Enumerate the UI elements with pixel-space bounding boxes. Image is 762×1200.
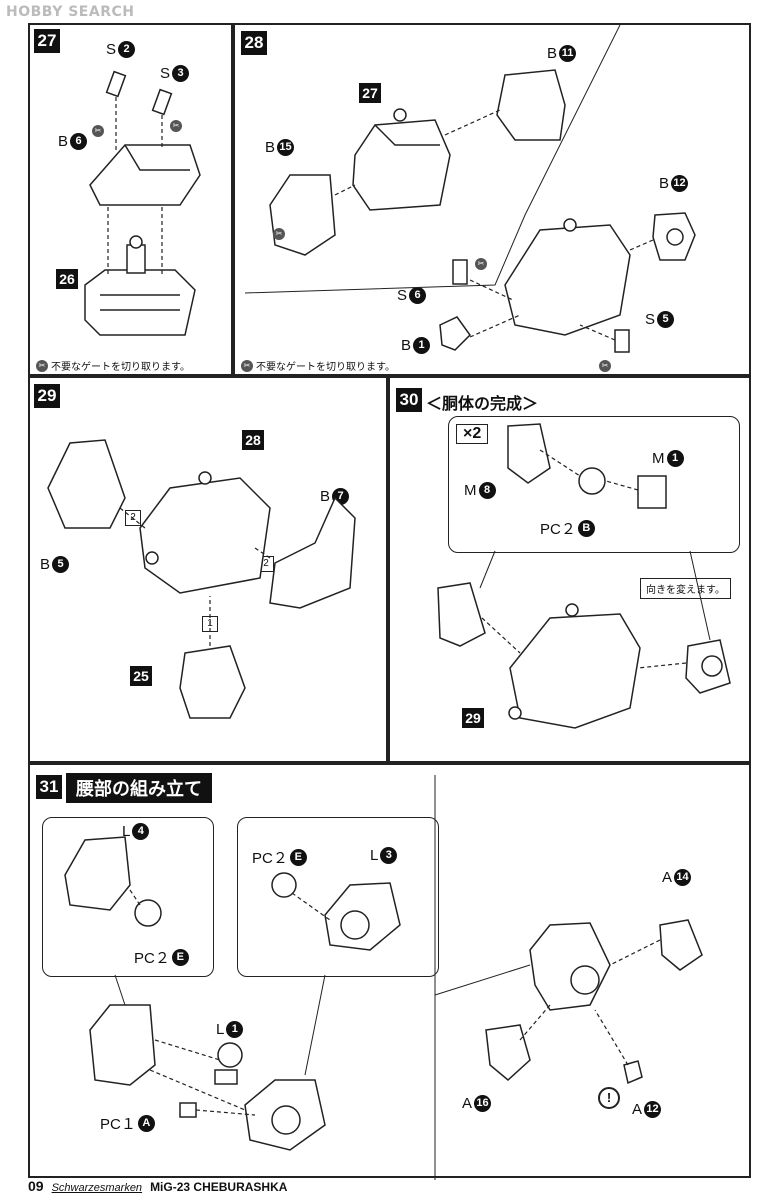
page-number: 09 xyxy=(28,1178,44,1194)
callout-bubble xyxy=(237,817,439,977)
step-28-drawing xyxy=(244,24,696,353)
watermark: HOBBY SEARCH xyxy=(6,4,135,20)
product-title: MiG-23 CHEBURASHKA xyxy=(150,1180,288,1194)
step-29-drawing xyxy=(47,439,356,719)
cut-gate-icon: ✂ xyxy=(241,359,253,372)
step-number: 30 xyxy=(396,388,422,412)
series-name: Schwarzesmarken xyxy=(51,1182,143,1194)
cut-gate-icon: ✂ xyxy=(599,355,611,373)
step-title: 腰部の組み立て xyxy=(66,773,212,803)
gate-note: ✂不要なゲートを切り取ります。 xyxy=(241,358,395,373)
quantity-badge: ×2 xyxy=(456,424,489,444)
page-footer: 09 Schwarzesmarken MiG-23 CHEBURASHKA xyxy=(28,1178,287,1194)
sub-assembly-25: 25 xyxy=(130,666,152,686)
caution-icon: ! xyxy=(598,1087,620,1109)
sub-assembly-26: 26 xyxy=(56,269,78,289)
gate-note: ✂不要なゲートを切り取ります。 xyxy=(36,358,190,373)
rotate-callout: 向きを変えます。 xyxy=(640,578,731,599)
step-30-drawing xyxy=(437,423,731,729)
step-31-drawing xyxy=(64,775,703,1180)
sub-assembly-28: 28 xyxy=(242,430,264,450)
sub-assembly-27: 27 xyxy=(359,83,381,103)
step-number: 28 xyxy=(241,31,267,55)
sub-assembly-29: 29 xyxy=(462,708,484,728)
step-number: 31 xyxy=(36,775,62,799)
step-title: ＜胴体の完成＞ xyxy=(426,394,539,413)
cut-gate-icon: ✂ xyxy=(475,253,487,271)
cut-gate-icon: ✂ xyxy=(170,115,182,133)
step-number: 29 xyxy=(34,384,60,408)
cut-gate-icon: ✂ xyxy=(273,223,285,241)
cut-gate-icon: ✂ xyxy=(92,120,104,138)
cut-gate-icon: ✂ xyxy=(36,359,48,372)
step-27-drawing xyxy=(84,70,201,336)
step-number: 27 xyxy=(34,29,60,53)
